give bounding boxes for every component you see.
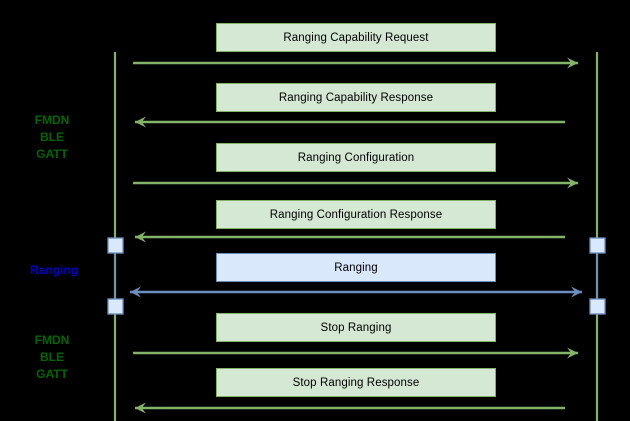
- message-label: Ranging: [334, 261, 378, 274]
- message-arrow-m7: [135, 402, 565, 414]
- activation-box-right-start: [589, 237, 606, 254]
- message-box-m6: Stop Ranging: [216, 313, 496, 342]
- arrow-head: [135, 402, 146, 414]
- activation-box-right-end: [589, 298, 606, 315]
- message-box-m2: Ranging Capability Response: [216, 83, 496, 112]
- message-arrow-m4: [135, 231, 565, 243]
- message-label: Ranging Configuration Response: [269, 208, 443, 221]
- arrow-head: [567, 347, 578, 359]
- message-label: Ranging Capability Request: [283, 31, 429, 44]
- message-arrow-m6: [133, 347, 578, 359]
- message-box-m7: Stop Ranging Response: [216, 368, 496, 397]
- arrow-head: [567, 57, 578, 69]
- message-label: Ranging Configuration: [297, 151, 415, 164]
- arrow-head: [130, 286, 141, 298]
- message-box-m5: Ranging: [216, 253, 496, 282]
- arrow-head: [567, 177, 578, 189]
- message-arrow-m2: [135, 116, 565, 128]
- message-box-m3: Ranging Configuration: [216, 143, 496, 172]
- phase-label-phase-1: FMDN BLE GATT: [34, 113, 70, 161]
- message-box-m4: Ranging Configuration Response: [216, 200, 496, 229]
- arrow-head: [135, 116, 146, 128]
- message-label: Stop Ranging: [320, 321, 392, 334]
- message-box-m1: Ranging Capability Request: [216, 23, 496, 52]
- activation-box-left-start: [107, 237, 124, 254]
- message-arrow-m1: [133, 57, 578, 69]
- message-label: Stop Ranging Response: [292, 376, 420, 389]
- arrow-head: [571, 286, 582, 298]
- message-label: Ranging Capability Response: [278, 91, 434, 104]
- phase-label-phase-2: Ranging: [30, 263, 78, 277]
- message-arrow-m3: [133, 177, 578, 189]
- arrow-head: [135, 231, 146, 243]
- phase-label-phase-3: FMDN BLE GATT: [34, 333, 70, 381]
- message-arrow-m5: [130, 286, 582, 298]
- activation-box-left-end: [107, 298, 124, 315]
